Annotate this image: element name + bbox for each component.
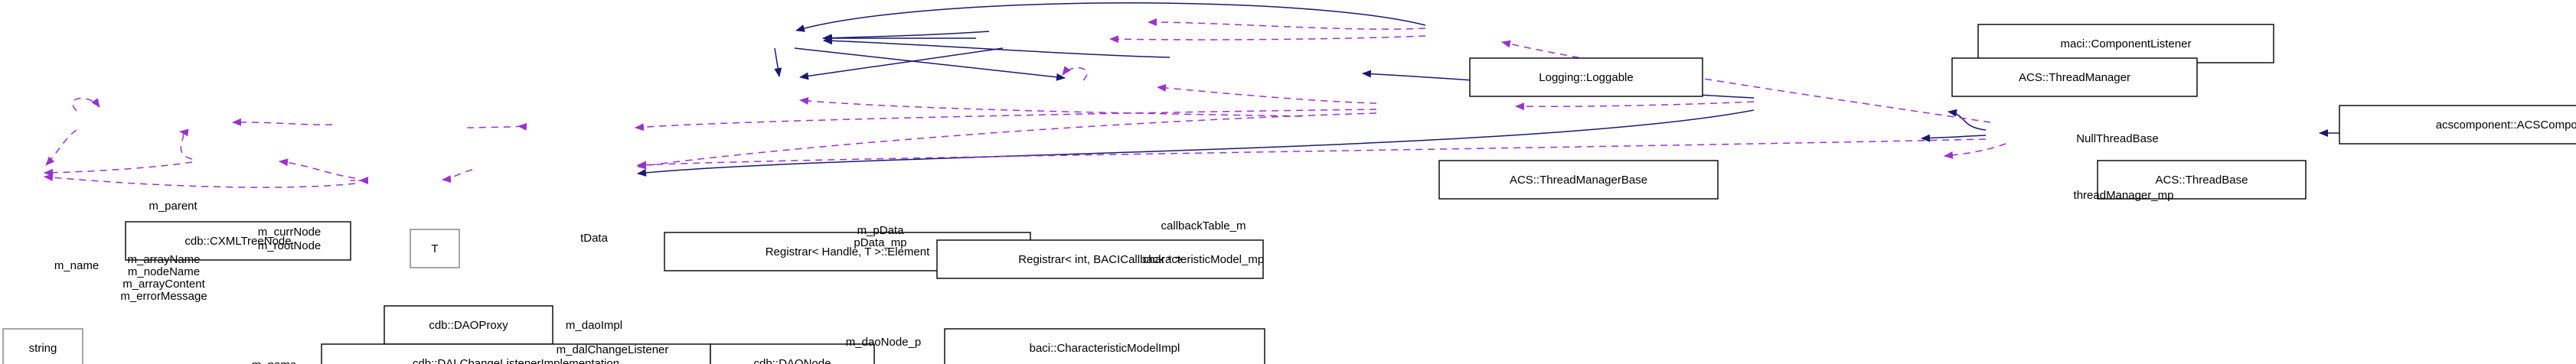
edge-containerservices-loggable xyxy=(795,2,1426,32)
uml-node-cdb_DAOProxy[interactable]: cdb::DAOProxy xyxy=(384,305,553,345)
uml-node-T_param[interactable]: T xyxy=(410,229,460,268)
edge-label-m_arrayName: m_arrayName xyxy=(127,253,200,266)
edge-characteristicmodel-mp xyxy=(637,112,1377,170)
edge-label-m_arrayContent: m_arrayContent xyxy=(122,278,205,291)
node-rect[interactable] xyxy=(944,328,1265,364)
edge-label-NullThreadBase: NullThreadBase xyxy=(2076,132,2159,145)
node-rect[interactable] xyxy=(2,328,83,364)
node-rect[interactable] xyxy=(936,239,1264,279)
edge-loggable-threadbase xyxy=(794,47,1066,81)
edge-threadmanager-m xyxy=(1109,35,1426,44)
edge-receiver xyxy=(1944,143,2006,159)
edge-m-daonode-p xyxy=(442,169,473,184)
edge-threadmanager-threadmanagerbase xyxy=(799,47,1004,80)
edge-daoproxy-string xyxy=(44,161,193,177)
edge-label-pData_mp: pData_mp xyxy=(854,236,906,249)
edge-threadmanager-mp xyxy=(799,97,1302,117)
edge-m-currnode-rootnode xyxy=(179,128,193,160)
uml-node-ACS_ThreadManager[interactable]: ACS::ThreadManager xyxy=(1951,57,2198,97)
edge-charcompimpl-charmodelimpl xyxy=(637,109,1755,177)
edge-label-threadManager_mp: threadManager_mp xyxy=(2074,189,2174,202)
edge-m-daoimpl xyxy=(279,158,356,179)
edge-m-name-daonode-string xyxy=(44,174,356,188)
node-layer: maci::ComponentListenermaci::ContainerSe… xyxy=(2,24,2576,364)
edge-bulkdata-charmodelimpl xyxy=(637,138,1987,169)
edge-callbacktable-m xyxy=(635,109,1377,132)
uml-node-baci_CharacteristicModelImpl[interactable]: baci::CharacteristicModelImpl xyxy=(944,328,1265,364)
association-edges xyxy=(44,18,2006,188)
edge-nullthreadbase-selfloop xyxy=(1062,66,1088,81)
edge-complistener xyxy=(1148,18,1426,30)
edge-label-m_nodeName: m_nodeName xyxy=(128,265,200,278)
edge-component-mp xyxy=(1515,101,1755,111)
edge-label-layer: compListenerthreadManager_mcontainerServ… xyxy=(54,132,2174,364)
edge-actionthread-monitorthread-mp xyxy=(1157,83,1377,104)
uml-node-maci_ComponentListener[interactable]: maci::ComponentListener xyxy=(1977,24,2274,63)
uml-node-string_node[interactable]: string xyxy=(2,328,83,364)
node-rect[interactable] xyxy=(384,305,553,345)
edge-containerservices-p xyxy=(1501,40,1991,123)
edge-m-parent-selfloop xyxy=(72,97,100,112)
edge-label-m_pData: m_pData xyxy=(857,224,905,237)
edge-label-m_parent: m_parent xyxy=(149,200,198,213)
uml-node-ACS_ThreadManagerBase[interactable]: ACS::ThreadManagerBase xyxy=(1438,160,1719,200)
node-rect[interactable] xyxy=(1469,57,1703,97)
edge-acscomponentimpl-loggable xyxy=(823,37,1170,58)
edge-tdata xyxy=(232,118,333,126)
edge-label-m_rootNode: m_rootNode xyxy=(258,239,322,252)
edge-bulkdatareceiverimpl-charcompimpl xyxy=(1948,109,1987,131)
edge-label-m_errorMessage: m_errorMessage xyxy=(120,290,207,303)
edge-m-name-cxmltreenode-string xyxy=(45,129,77,166)
node-rect[interactable] xyxy=(1977,24,2274,63)
edge-label-callbackTable_m: callbackTable_m xyxy=(1161,219,1246,232)
node-rect[interactable] xyxy=(1438,160,1719,200)
edge-label-m_name_1: m_name xyxy=(54,259,99,272)
node-rect[interactable] xyxy=(1951,57,2198,97)
node-rect[interactable] xyxy=(410,229,460,268)
edge-label-m_dalChangeListener: m_dalChangeListener xyxy=(557,343,669,356)
node-rect[interactable] xyxy=(2097,160,2307,200)
node-rect[interactable] xyxy=(321,343,711,364)
uml-node-Logging_Loggable[interactable]: Logging::Loggable xyxy=(1469,57,1703,97)
edge-label-m_currNode: m_currNode xyxy=(258,226,322,239)
edge-label-m_daoNode_p: m_daoNode_p xyxy=(846,336,921,349)
node-rect[interactable] xyxy=(710,343,875,364)
edge-label-tData: tData xyxy=(580,232,609,245)
node-rect[interactable] xyxy=(2339,105,2576,145)
edge-bulkdatareceiverimpl-poabulkdata xyxy=(1921,134,1987,142)
edge-label-m_name_2: m_name xyxy=(252,359,296,364)
edge-componentlistener-loggable xyxy=(822,31,990,42)
edge-loggable-threadmanagerbase xyxy=(774,47,782,77)
edge-m-pdata-pdata-mp xyxy=(467,122,527,131)
node-rect[interactable] xyxy=(125,221,351,261)
edge-label-m_daoImpl: m_daoImpl xyxy=(566,319,622,332)
edge-label-characteristicModel_mp: characteristicModel_mp xyxy=(1143,253,1264,266)
uml-node-acscomponent_ACSComponentImpl[interactable]: acscomponent::ACSComponentImpl xyxy=(2339,105,2576,145)
